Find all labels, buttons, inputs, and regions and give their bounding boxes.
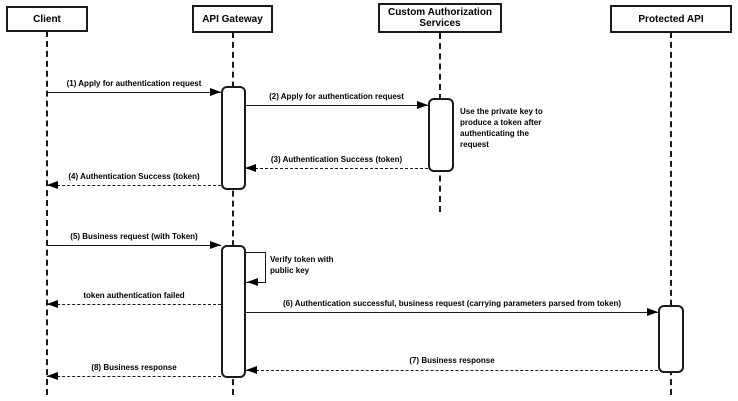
arrowhead-icon [47, 300, 58, 308]
participant-client-label: Client [33, 13, 61, 25]
arrowhead-icon [246, 366, 257, 374]
message-6-label: (6) Authentication successful, business … [282, 299, 622, 308]
arrowhead-icon [417, 101, 428, 109]
arrowhead-icon [210, 241, 221, 249]
message-4-label: (4) Authentication Success (token) [68, 172, 200, 181]
arrowhead-icon [647, 308, 658, 316]
participant-protected-api: Protected API [610, 5, 732, 33]
activation-bar-custom-auth [428, 98, 454, 172]
message-3-arrow [245, 164, 428, 172]
message-token-failed-arrow [47, 300, 221, 308]
message-5-arrow [47, 241, 221, 249]
arrowhead-icon [210, 88, 221, 96]
message-4-arrow [47, 181, 221, 189]
lifeline-api-gateway [232, 32, 234, 395]
message-7-label: (7) Business response [409, 356, 495, 365]
arrowhead-icon [47, 372, 58, 380]
self-message-label: Verify token with public key [270, 255, 334, 275]
activation-bar-api-gateway-2 [221, 245, 246, 378]
participant-api-gateway: API Gateway [192, 5, 273, 33]
message-3-label: (3) Authentication Success (token) [270, 155, 403, 164]
participant-custom-auth-label: Custom Authorization Services [387, 7, 493, 29]
message-6-arrow [246, 308, 658, 316]
message-5-label: (5) Business request (with Token) [70, 232, 198, 241]
note-private-key: Use the private key to produce a token a… [460, 107, 543, 149]
activation-bar-api-gateway-1 [221, 86, 246, 190]
message-token-failed-label: token authentication failed [83, 291, 185, 300]
arrowhead-icon [47, 181, 58, 189]
message-1-arrow [47, 88, 221, 96]
message-8-label: (8) Business response [91, 363, 177, 372]
activation-bar-protected-api [658, 305, 684, 373]
lifeline-client [46, 31, 48, 395]
message-1-label: (1) Apply for authentication request [66, 79, 202, 88]
participant-custom-auth: Custom Authorization Services [378, 3, 502, 33]
participant-protected-api-label: Protected API [638, 13, 704, 25]
message-2-label: (2) Apply for authentication request [269, 92, 404, 101]
participant-api-gateway-label: API Gateway [202, 13, 263, 25]
lifeline-protected-api [670, 32, 672, 395]
participant-client: Client [6, 6, 88, 32]
message-8-arrow [47, 372, 221, 380]
arrowhead-icon [245, 164, 256, 172]
arrowhead-icon [247, 278, 258, 286]
message-7-arrow [246, 366, 658, 374]
message-2-arrow [245, 101, 428, 109]
